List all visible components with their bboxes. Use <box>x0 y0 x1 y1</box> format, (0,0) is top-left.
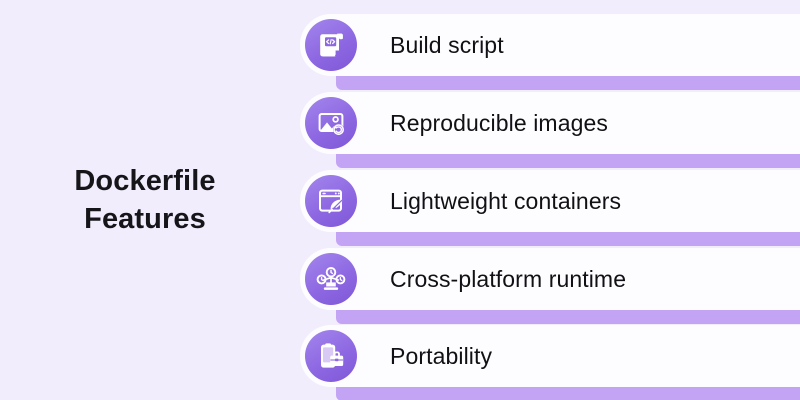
network-hub-icon <box>305 253 357 305</box>
feature-row[interactable]: Cross-platform runtime <box>0 248 800 344</box>
row-card <box>300 248 800 310</box>
row-card <box>300 92 800 154</box>
feature-label: Reproducible images <box>390 110 608 136</box>
row-card <box>300 170 800 232</box>
feature-label: Portability <box>390 343 493 369</box>
title-block: Dockerfile Features <box>0 0 290 400</box>
feature-row[interactable]: Build script <box>0 14 800 110</box>
feature-row[interactable]: Lightweight containers <box>0 170 800 266</box>
page-title: Dockerfile Features <box>74 164 216 235</box>
feature-icon-badge <box>300 170 362 232</box>
feature-label: Build script <box>390 32 504 58</box>
feature-icon-badge <box>300 14 362 76</box>
feature-icon-badge <box>300 92 362 154</box>
phone-briefcase-icon <box>305 330 357 382</box>
window-feather-icon <box>305 175 357 227</box>
image-refresh-icon <box>305 97 357 149</box>
row-card <box>300 325 800 387</box>
feature-icon-badge <box>300 325 362 387</box>
feature-label: Cross-platform runtime <box>390 266 627 292</box>
row-card <box>300 14 800 76</box>
feature-row[interactable]: Portability <box>0 325 800 400</box>
feature-icon-badge <box>300 248 362 310</box>
feature-label: Lightweight containers <box>390 188 622 214</box>
feature-row[interactable]: Reproducible images <box>0 92 800 188</box>
code-document-icon <box>305 19 357 71</box>
